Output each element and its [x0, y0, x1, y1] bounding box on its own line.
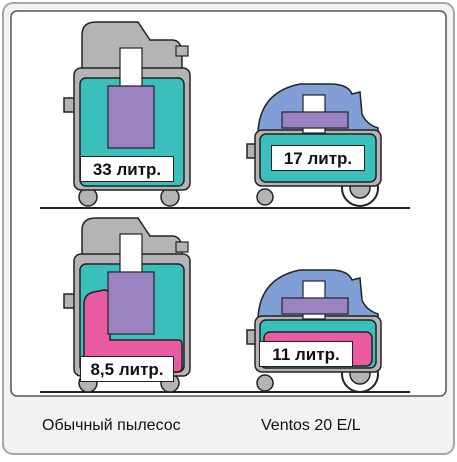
wheel — [256, 188, 274, 206]
volume-label-ventos-bottom: 11 литр. — [259, 341, 353, 367]
volume-label-ventos-top: 17 литр. — [271, 145, 365, 171]
wheel — [256, 374, 274, 392]
caption-ventos: Ventos 20 E/L — [261, 417, 361, 434]
bag-collar — [119, 47, 143, 89]
volume-label-regular-top: 33 литр. — [80, 156, 174, 182]
caption-regular: Обычный пылесос — [42, 417, 181, 434]
regular-vacuum-bottom — [63, 217, 191, 393]
head-knob — [175, 45, 189, 57]
regular-vacuum-top — [63, 21, 191, 207]
filter-bag — [281, 111, 349, 129]
volume-label-regular-bottom: 8,5 литр. — [80, 356, 174, 382]
head-knob — [175, 241, 189, 253]
bag-collar — [119, 233, 143, 275]
filter-bag — [107, 271, 155, 335]
filter-bag — [107, 85, 155, 149]
filter-bag — [281, 297, 349, 315]
